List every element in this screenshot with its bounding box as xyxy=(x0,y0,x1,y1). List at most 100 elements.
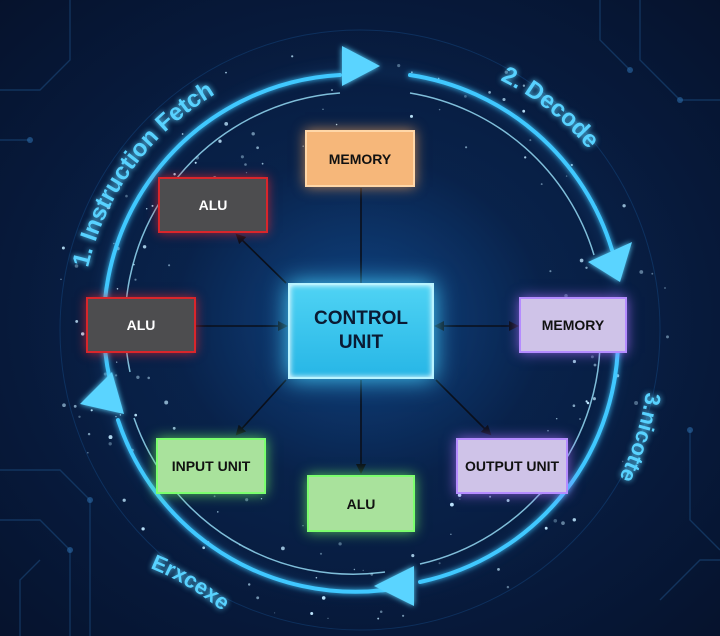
particle xyxy=(438,562,441,565)
particle xyxy=(260,498,263,500)
particle xyxy=(291,55,294,58)
particle xyxy=(579,418,581,420)
particle xyxy=(119,414,122,416)
particle xyxy=(547,429,549,432)
third-arrow-icon xyxy=(374,566,414,606)
particle xyxy=(639,270,644,274)
particle xyxy=(502,97,506,102)
fetch-arrow-icon xyxy=(342,46,380,86)
particle xyxy=(524,156,527,159)
particle xyxy=(90,409,93,412)
particle xyxy=(592,397,596,401)
particle xyxy=(522,84,526,87)
particle xyxy=(164,400,169,405)
particle xyxy=(529,139,532,142)
particle xyxy=(590,355,594,359)
particle xyxy=(114,374,118,377)
particle xyxy=(586,401,590,405)
alu-left-label: ALU xyxy=(126,317,156,333)
output-unit-label: OUTPUT UNIT xyxy=(464,458,560,474)
memory-right-label: MEMORY xyxy=(541,317,605,333)
memory-right-box: MEMORY xyxy=(519,297,627,353)
particle xyxy=(549,270,552,273)
decode-arrow-icon xyxy=(588,242,632,282)
particle xyxy=(224,122,229,126)
particle xyxy=(411,71,413,74)
particle xyxy=(173,173,176,176)
particle xyxy=(213,495,216,498)
control-unit-line2: UNIT xyxy=(338,332,384,353)
memory-top-box: MEMORY xyxy=(305,130,415,187)
particle xyxy=(217,511,219,513)
alu-left-box: ALU xyxy=(86,297,196,353)
particle xyxy=(555,417,558,420)
particle xyxy=(438,108,441,111)
particle xyxy=(106,205,111,210)
particle xyxy=(497,568,500,571)
particle xyxy=(196,93,199,96)
particle xyxy=(256,146,259,150)
particle xyxy=(457,493,462,497)
arrow-to-output-unit xyxy=(435,379,492,436)
particle xyxy=(409,114,414,118)
particle xyxy=(225,71,227,74)
particle xyxy=(103,372,107,376)
particle xyxy=(202,546,206,550)
particle xyxy=(353,568,356,571)
particle xyxy=(194,161,197,164)
particle xyxy=(664,287,666,289)
particle xyxy=(465,146,468,149)
particle xyxy=(634,401,639,405)
particle xyxy=(302,145,304,147)
particle xyxy=(81,332,85,336)
particle xyxy=(62,403,66,408)
particle xyxy=(579,258,584,263)
particle xyxy=(572,518,577,522)
particle xyxy=(564,294,568,298)
particle xyxy=(561,521,565,525)
particle xyxy=(201,91,204,94)
particle xyxy=(522,109,526,113)
particle xyxy=(141,527,145,531)
particle xyxy=(261,162,264,165)
particle xyxy=(273,612,276,614)
particle xyxy=(321,596,326,600)
particle xyxy=(327,617,329,619)
particle xyxy=(489,495,492,498)
memory-top-label: MEMORY xyxy=(328,150,392,167)
particle xyxy=(142,245,147,249)
particle xyxy=(544,526,548,530)
arrow-to-input-unit xyxy=(235,379,287,436)
particle xyxy=(585,266,588,270)
particle xyxy=(504,70,508,74)
output-unit-box: OUTPUT UNIT xyxy=(456,438,568,494)
particle xyxy=(331,89,333,91)
alu-bottom-label: ALU xyxy=(346,495,376,512)
particle xyxy=(116,288,119,290)
particle xyxy=(251,132,255,136)
particle xyxy=(402,614,405,617)
particle xyxy=(593,363,597,367)
particle xyxy=(281,546,285,551)
particle xyxy=(61,246,65,250)
particle xyxy=(147,376,150,380)
particle xyxy=(74,264,79,268)
particle xyxy=(553,519,558,523)
particle xyxy=(86,451,89,454)
particle xyxy=(565,175,568,177)
particle xyxy=(168,264,171,267)
particle xyxy=(136,375,140,379)
particle xyxy=(151,204,154,207)
particle xyxy=(108,442,112,446)
particle xyxy=(449,502,454,507)
execute-arrow-icon xyxy=(80,372,124,414)
particle xyxy=(319,552,323,555)
particle xyxy=(73,404,77,408)
particle xyxy=(244,163,247,166)
particle xyxy=(315,576,318,579)
particle xyxy=(145,208,148,210)
